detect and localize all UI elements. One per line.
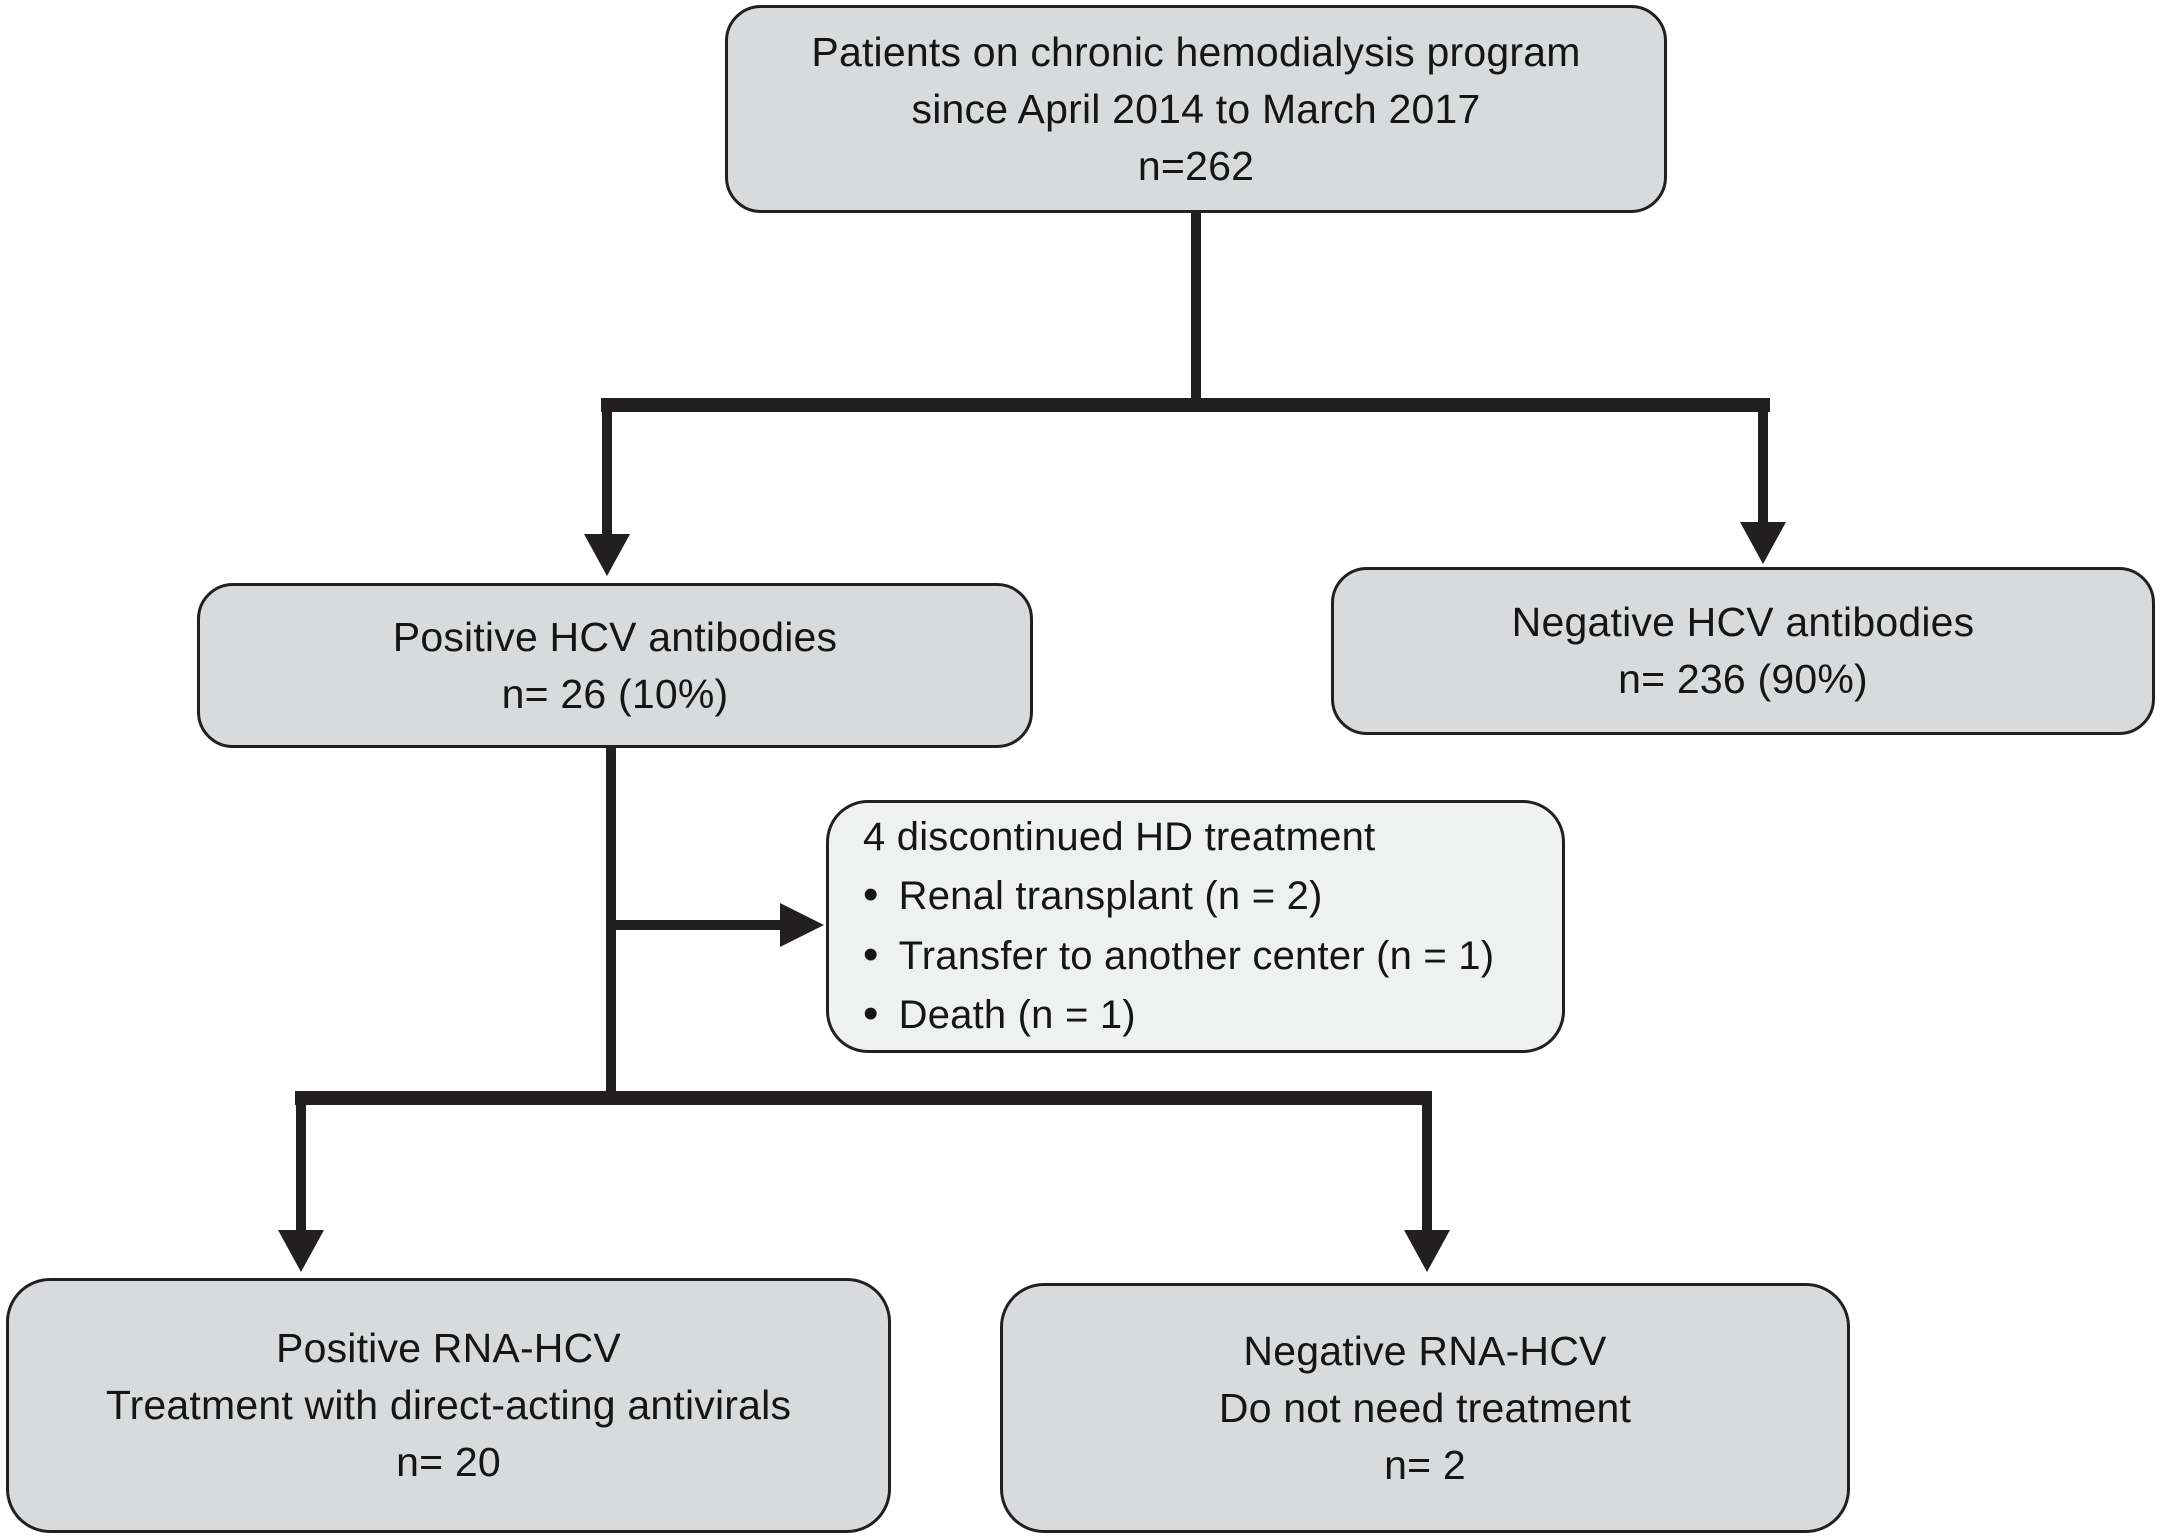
- note-item-text: Death (n = 1): [898, 993, 1136, 1037]
- node-count: n= 26 (10%): [501, 670, 729, 717]
- node-positive-hcv-antibodies: Positive HCV antibodies n= 26 (10%): [197, 583, 1033, 748]
- node-text-line: Negative RNA-HCV: [1243, 1327, 1607, 1374]
- node-text-line: Negative HCV antibodies: [1511, 599, 1975, 645]
- node-count: n= 20: [396, 1439, 501, 1485]
- node-count: n=262: [1137, 142, 1255, 189]
- bullet-icon: •: [863, 870, 879, 919]
- node-count: n= 2: [1384, 1441, 1466, 1488]
- bullet-icon: •: [863, 989, 879, 1038]
- node-count: n= 236 (90%): [1618, 656, 1868, 702]
- node-text-line: Positive RNA-HCV: [276, 1325, 621, 1371]
- bullet-icon: •: [863, 929, 879, 979]
- node-text-line: since April 2014 to March 2017: [911, 85, 1481, 132]
- node-chronic-hemodialysis-patients: Patients on chronic hemodialysis program…: [725, 5, 1667, 213]
- node-text-line: Treatment with direct-acting antivirals: [105, 1382, 792, 1428]
- arrowhead-discontinued: [780, 903, 824, 947]
- note-list-item: • Renal transplant (n = 2): [863, 866, 1323, 926]
- arrowhead-negative-antibodies: [1740, 522, 1786, 564]
- note-list-item: • Death (n = 1): [863, 985, 1136, 1045]
- node-text-line: Do not need treatment: [1218, 1384, 1632, 1431]
- note-item-text: Renal transplant (n = 2): [898, 874, 1323, 918]
- note-item-text: Transfer to another center (n = 1): [898, 933, 1495, 978]
- arrowhead-positive-rna: [278, 1230, 324, 1272]
- note-list-item: • Transfer to another center (n = 1): [863, 926, 1494, 986]
- arrowhead-negative-rna: [1404, 1230, 1450, 1272]
- note-title: 4 discontinued HD treatment: [863, 814, 1376, 859]
- node-discontinued-hd-treatment: 4 discontinued HD treatment • Renal tran…: [826, 800, 1565, 1053]
- node-negative-hcv-antibodies: Negative HCV antibodies n= 236 (90%): [1331, 567, 2155, 735]
- node-negative-rna-hcv: Negative RNA-HCV Do not need treatment n…: [1000, 1283, 1850, 1533]
- node-text-line: Patients on chronic hemodialysis program: [811, 28, 1581, 75]
- node-text-line: Positive HCV antibodies: [392, 613, 838, 660]
- arrowhead-positive-antibodies: [584, 534, 630, 576]
- node-positive-rna-hcv: Positive RNA-HCV Treatment with direct-a…: [6, 1278, 891, 1533]
